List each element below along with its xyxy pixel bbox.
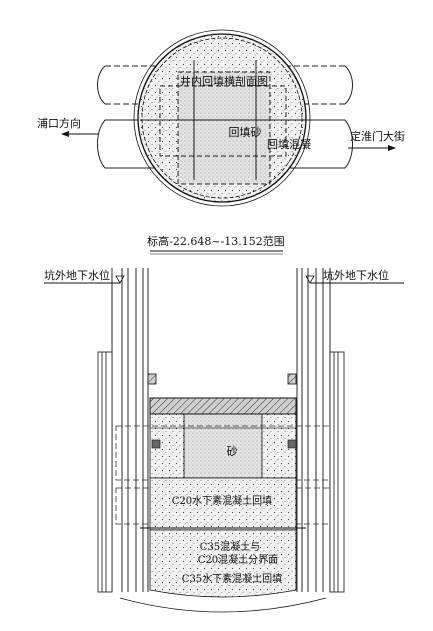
direction-right-label: 定淮门大街 — [350, 129, 405, 143]
label-backfill-concrete: 回填混凝 — [267, 137, 311, 151]
shaft-rings — [133, 29, 311, 207]
interface-label-line1: C35混凝土与 — [200, 540, 260, 553]
interface-label-line2: C20混凝土分界面 — [198, 553, 278, 566]
direction-left: 浦口方向 — [37, 116, 98, 137]
c20-zone — [149, 477, 297, 531]
direction-left-label: 浦口方向 — [37, 116, 81, 130]
direction-right: 定淮门大街 — [348, 129, 405, 151]
caption: 标高-22.648~-13.152范围 — [147, 234, 285, 255]
side-blocks — [151, 439, 297, 449]
section-view: 坑外地下水位 坑外地下水位 — [44, 268, 404, 613]
groundwater-right: 坑外地下水位 — [305, 268, 404, 284]
c35-label: C35水下素混凝土回填 — [182, 572, 282, 585]
groundwater-left-label: 坑外地下水位 — [44, 268, 110, 282]
plan-view: 井内回填横剖面图 回填砂 回填混凝 浦口方向 定淮门大街 — [37, 29, 405, 207]
sand-core — [183, 413, 263, 479]
cap-slab — [149, 397, 297, 415]
label-backfill-sand: 回填砂 — [229, 125, 262, 139]
groundwater-left: 坑外地下水位 — [44, 268, 125, 284]
inner-structure — [140, 60, 310, 185]
sand-label: 砂 — [227, 445, 238, 458]
inner-slab-band — [149, 413, 297, 429]
section-title: 井内回填横剖面图 — [180, 74, 268, 88]
c20-label: C20水下素混凝土回填 — [172, 494, 272, 507]
elevation-caption: 标高-22.648~-13.152范围 — [147, 234, 285, 248]
bottom-arc — [119, 597, 327, 613]
c35-zone — [149, 529, 297, 598]
outer-lining — [97, 351, 345, 593]
wall-blocks — [147, 373, 297, 385]
groundwater-right-label: 坑外地下水位 — [323, 268, 389, 282]
